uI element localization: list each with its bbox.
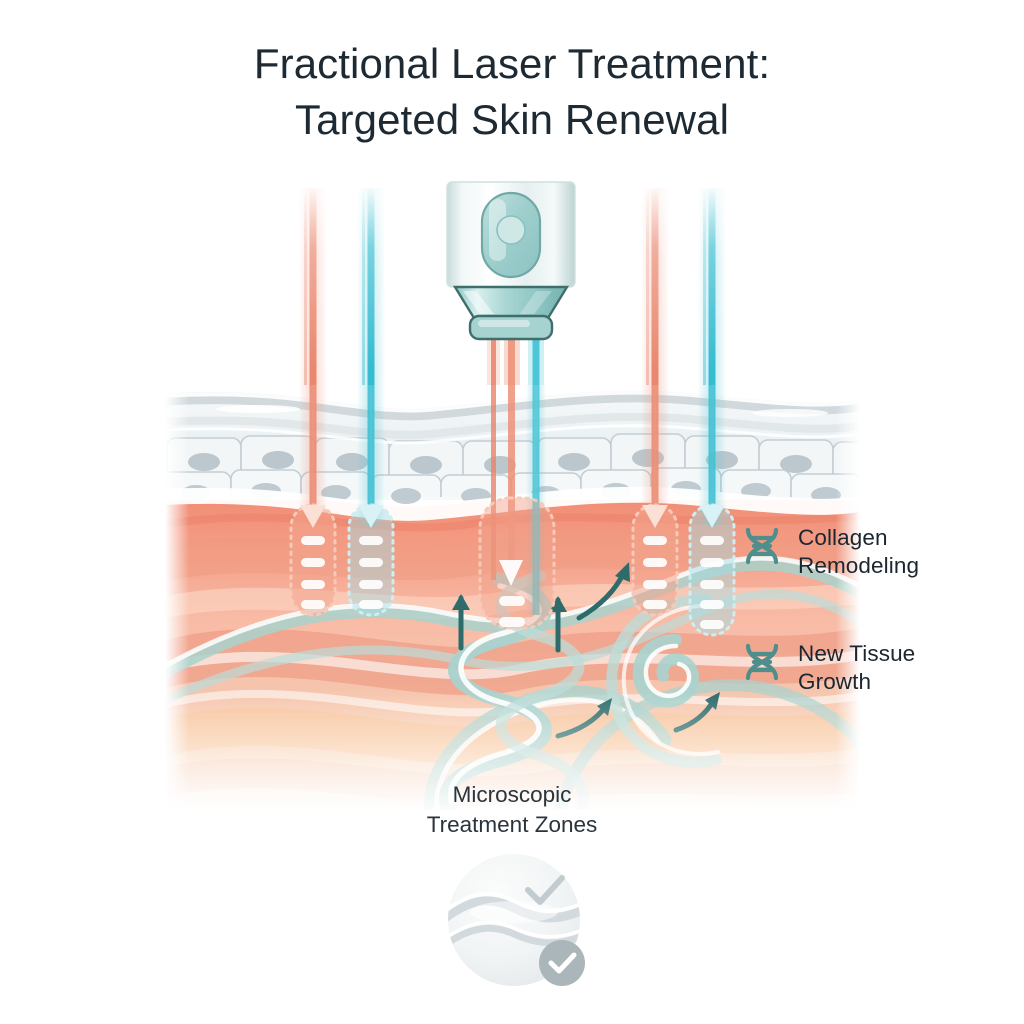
check-icon	[525, 875, 565, 905]
handpiece-nozzle	[468, 314, 554, 341]
skin-cross-section	[165, 385, 860, 810]
label-new-tissue-growth: New Tissue Growth	[798, 641, 916, 695]
dna-helix-icon	[745, 643, 779, 681]
laser-handpiece[interactable]	[446, 181, 576, 341]
dna-helix-icon	[745, 527, 779, 565]
check-icon	[548, 952, 577, 974]
smooth-skin-result-badge	[448, 854, 585, 986]
label-collagen-remodeling: Collagen Remodeling	[798, 525, 920, 579]
page-title: Fractional Laser Treatment: Targeted Ski…	[253, 40, 771, 143]
caption-microscopic-treatment-zones: Microscopic Treatment Zones	[426, 782, 598, 838]
emitter-dot	[496, 215, 526, 245]
verified-check-badge	[539, 940, 585, 986]
